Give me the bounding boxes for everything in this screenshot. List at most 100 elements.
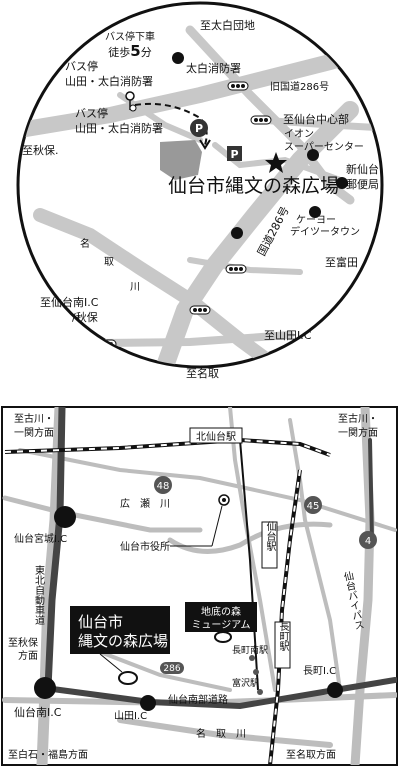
subway-line — [239, 439, 259, 691]
aeon-label-2: スーパーセンター — [284, 141, 364, 153]
tohoku-expressway — [36, 407, 66, 765]
dest-sendai-minami-1: 至仙台南I.C — [40, 295, 99, 309]
post-office-label-2: 郵便局 — [346, 178, 379, 191]
sendai-station-label: 仙台駅 — [264, 520, 276, 552]
dest-natori-bottom: 至名取方面 — [286, 748, 336, 761]
dest-sendai-center: 至仙台中心部 — [283, 112, 349, 126]
sendai-minami-ic-marker — [34, 677, 56, 699]
traffic-signal-icon — [250, 115, 272, 125]
tohoku-line — [268, 469, 302, 765]
venue-building — [160, 140, 202, 180]
parking-icon: P — [190, 119, 208, 137]
map-frame-circle — [16, 1, 384, 369]
nagamachi-ic-label: 長町I.C — [303, 665, 336, 677]
tomizawa-station-label: 富沢駅 — [232, 677, 259, 689]
tohoku-expressway-line — [44, 407, 66, 692]
museum-label-2: ミュージアム — [191, 619, 250, 631]
venue-label-2: 縄文の森広場 — [78, 632, 168, 650]
post-office-marker — [336, 177, 348, 189]
yamada-ic-label: 山田I.C — [114, 710, 147, 722]
svg-text:4: 4 — [365, 536, 371, 547]
natori-river-label-2: 取 — [104, 256, 114, 268]
sendai-bypass — [350, 407, 375, 765]
route-48 — [18, 448, 397, 532]
natori-river-label: 名 取 川 — [196, 727, 246, 740]
natori-river-label-1: 名 — [80, 237, 90, 250]
svg-text:P: P — [195, 122, 203, 135]
dest-akiu: 至秋保. — [22, 143, 59, 157]
bus-stop-lower-label-1: バス停 — [75, 106, 108, 120]
natori-river-band — [33, 208, 277, 366]
dest-furukawa-right-1: 至古川・ — [338, 412, 378, 425]
station-dot-icon — [249, 655, 255, 661]
kita-sendai-station-label: 北仙台駅 — [196, 430, 236, 443]
dest-akiu-1: 至秋保 — [8, 636, 38, 649]
route-4-icon: 4 — [359, 531, 377, 549]
route-286 — [93, 648, 232, 692]
nagamachi-minami-station-label: 長町南駅 — [232, 644, 268, 656]
bus-stop-upper-label-1: バス停 — [65, 59, 98, 73]
keyton-label-2: デイツータウン — [290, 225, 360, 238]
bus-stop-lower-label-2: 山田・太白消防署 — [75, 121, 163, 135]
venue-leader-line — [99, 653, 123, 673]
dest-shiroishi: 至白石・福島方面 — [8, 748, 88, 761]
hirose-river-band — [167, 521, 333, 554]
svg-text:45: 45 — [307, 501, 320, 512]
sendai-minami-ic-label: 仙台南I.C — [14, 705, 62, 719]
natori-river-band — [117, 717, 333, 748]
nanbu-road-label: 仙台南部道路 — [168, 693, 228, 706]
venue-label: 仙台市縄文の森広場 — [168, 175, 339, 197]
museum-marker-icon — [214, 631, 232, 643]
nanbu-road-line — [42, 677, 397, 710]
natori-river-label-3: 川 — [130, 282, 140, 293]
hirose-river-label: 広 瀬 川 — [120, 497, 170, 510]
bus-stop-point-icon — [129, 104, 137, 112]
nagamachi-station-box — [274, 621, 291, 669]
sendai-miyagi-ic-label: 仙台宮城I.C — [14, 532, 67, 545]
road-west — [2, 495, 203, 533]
svg-text:48: 48 — [157, 481, 170, 492]
parking-icon: P — [227, 146, 242, 161]
route-45-icon: 45 — [304, 496, 322, 514]
venue-label-box — [70, 606, 170, 654]
post-office-label-1: 新仙台 — [346, 162, 379, 176]
old-route-286-label: 旧国道286号 — [270, 80, 329, 93]
venue-label-1: 仙台市 — [78, 613, 123, 631]
keyton-marker — [309, 206, 321, 218]
railway-line-dash — [4, 438, 331, 456]
venue-star-icon — [265, 152, 287, 173]
bottom-roads — [2, 407, 397, 765]
bottom-expressways — [42, 407, 397, 710]
route-286-icon: 286 — [160, 662, 184, 674]
sendai-station-box — [261, 521, 278, 569]
fire-station-label: 太白消防署 — [186, 61, 241, 75]
traffic-signal-icon — [189, 305, 211, 315]
kita-sendai-station-box — [189, 427, 243, 444]
bus-stop-icon — [125, 91, 135, 110]
dest-akiu-2: 方面 — [18, 649, 38, 662]
aeon-label-1: イオン — [284, 128, 314, 140]
station-dot-icon — [253, 669, 259, 675]
station-dot-icon — [257, 689, 263, 695]
keyton-label-1: ケーヨー — [296, 214, 336, 226]
museum-label-box — [185, 602, 257, 632]
dest-sendai-minami-2: /秋保 — [72, 310, 98, 324]
side-road — [187, 257, 303, 275]
road-to-center — [256, 116, 381, 132]
dest-natori: 至名取 — [186, 366, 219, 380]
aeon-marker — [307, 149, 319, 161]
fire-station-marker — [172, 52, 184, 64]
bus-stop-upper-label-2: 山田・太白消防署 — [65, 74, 153, 88]
dest-furukawa-right-2: 一関方面 — [338, 426, 378, 439]
walking-route-arrow — [199, 139, 211, 150]
top-circle-map: P P バス停下車 徒歩5分 至太白団地 バス — [16, 1, 384, 380]
dest-furukawa-left-1: 至古川・ — [14, 412, 54, 425]
dest-tomita: 至富田 — [325, 255, 358, 269]
city-hall-leader-line — [211, 505, 223, 547]
landmark-marker — [231, 227, 243, 239]
traffic-signal-icon — [227, 81, 249, 91]
tohoku-expressway-label: 東北自動車道 — [33, 564, 45, 625]
bottom-area-map: 48 45 4 286 北仙台駅 仙台駅 — [1, 406, 398, 766]
dest-yamada-ic: 至山田I.C — [264, 329, 312, 342]
